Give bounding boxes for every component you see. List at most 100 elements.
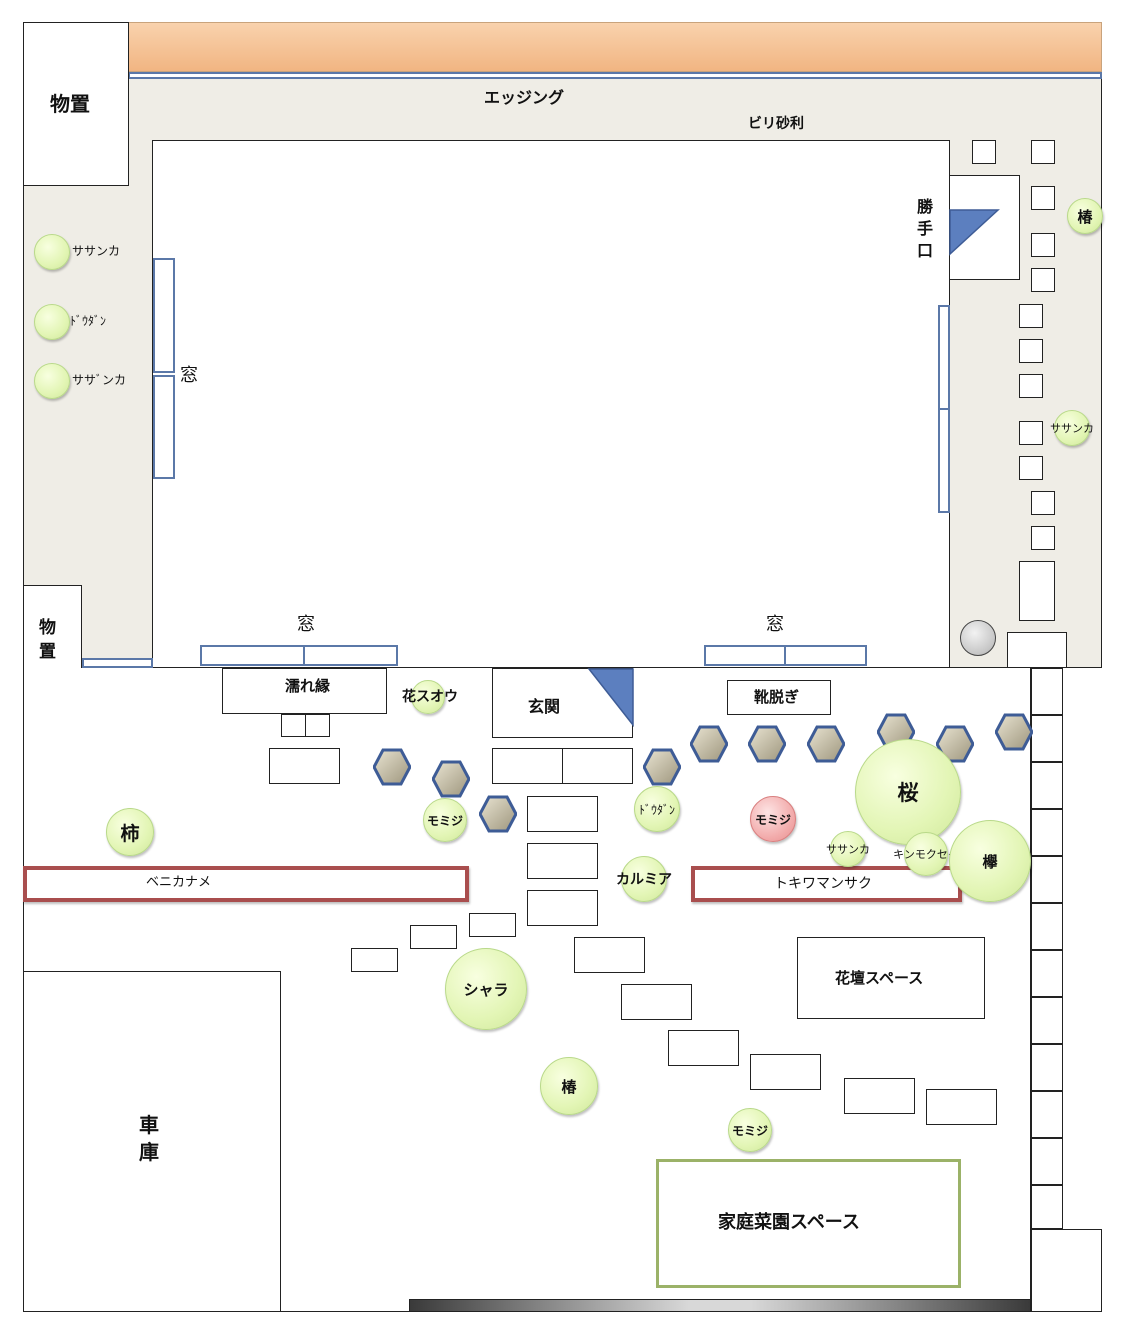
edging-label: エッジング bbox=[484, 88, 565, 107]
hexagon-stone-icon bbox=[748, 725, 786, 763]
garage-label-2: 庫 bbox=[139, 1140, 159, 1164]
window-west-upper bbox=[153, 258, 175, 373]
east-step-long bbox=[1019, 561, 1055, 621]
hexagon-stone-icon bbox=[373, 748, 411, 786]
east-step-square bbox=[1019, 339, 1043, 363]
entrance-door-swing-icon bbox=[587, 668, 634, 727]
tree-sasanqua-east: ササンカ bbox=[1050, 410, 1094, 446]
vegetable-garden-label: 家庭菜園スペース bbox=[718, 1212, 860, 1233]
fence-block bbox=[1031, 903, 1063, 950]
back-door-swing-icon bbox=[949, 209, 1000, 256]
stepping-stone bbox=[668, 1030, 739, 1066]
tree-camellia-east: 椿 bbox=[1067, 198, 1103, 234]
fence-block bbox=[1031, 856, 1063, 903]
window-east-upper bbox=[938, 305, 950, 410]
edging-band bbox=[128, 22, 1102, 72]
veranda bbox=[222, 668, 387, 714]
hexagon-stone-icon bbox=[432, 760, 470, 798]
tree-momiji-1: モミジ bbox=[423, 798, 467, 842]
fence-block bbox=[1031, 668, 1063, 715]
tree-camellia-south: 椿 bbox=[540, 1057, 598, 1115]
vegetable-garden-space bbox=[656, 1159, 961, 1288]
tree-sasanqua-south: ササンカ bbox=[826, 831, 870, 867]
shoe-removal-label: 靴脱ぎ bbox=[754, 688, 800, 706]
window-south-left-label: 窓 bbox=[297, 614, 315, 635]
fence-block bbox=[1031, 762, 1063, 809]
entrance-label: 玄関 bbox=[528, 697, 561, 716]
stepping-stone bbox=[527, 796, 598, 832]
storage-shed-top bbox=[23, 22, 129, 186]
window-south-right-a bbox=[704, 645, 786, 666]
east-step-square bbox=[1031, 268, 1055, 292]
tree-sasanqua-west-2-label: ササﾞンカ bbox=[72, 373, 127, 387]
tree-momiji-2: モミジ bbox=[728, 1108, 772, 1152]
tree-dodan-west-label: ﾄﾞｳﾀﾞﾝ bbox=[70, 314, 107, 328]
window-south-left-b bbox=[303, 645, 398, 666]
gravel-label: ビリ砂利 bbox=[748, 116, 804, 132]
hedge-left bbox=[23, 866, 469, 902]
tree-sasanqua-west-1 bbox=[34, 234, 70, 270]
tree-sasanqua-west-1-label: ササンカ bbox=[72, 244, 121, 258]
tree-dodan-west bbox=[34, 304, 70, 340]
fence-block bbox=[1031, 950, 1063, 997]
tree-momiji-red: モミジ bbox=[750, 796, 796, 842]
tree-sasanqua-west-2 bbox=[34, 363, 70, 399]
tree-hanasuou-label: 花スオウ bbox=[402, 689, 458, 705]
hexagon-stone-icon bbox=[643, 748, 681, 786]
east-step-square bbox=[1019, 304, 1043, 328]
storage-side-edge bbox=[82, 658, 153, 668]
entrance-step-b bbox=[562, 748, 633, 784]
window-east-lower bbox=[938, 408, 950, 513]
tree-dodan-south: ﾄﾞｳﾀﾞﾝ bbox=[634, 786, 680, 832]
stepping-stone bbox=[469, 913, 516, 937]
house-outline bbox=[152, 140, 950, 668]
hexagon-stone-icon bbox=[690, 725, 728, 763]
fence-block bbox=[1031, 809, 1063, 856]
stepping-stone bbox=[926, 1089, 997, 1125]
fence-block bbox=[1031, 1044, 1063, 1091]
east-step-square bbox=[1019, 374, 1043, 398]
veranda-step-a bbox=[281, 714, 306, 737]
tree-kalmia: カルミア bbox=[616, 856, 672, 902]
east-step-square bbox=[1031, 140, 1055, 164]
veranda-step-b bbox=[305, 714, 330, 737]
stepping-stone bbox=[527, 843, 598, 879]
edging-line bbox=[128, 72, 1102, 79]
storage-shed-top-label: 物置 bbox=[50, 92, 90, 116]
east-step-square bbox=[1019, 456, 1043, 480]
east-step-square bbox=[1019, 421, 1043, 445]
shoe-removal-stone bbox=[727, 680, 831, 715]
fence-block bbox=[1031, 715, 1063, 762]
gate-bar bbox=[409, 1299, 1031, 1312]
veranda-stone bbox=[269, 748, 340, 784]
stepping-stone bbox=[844, 1078, 915, 1114]
hedge-right-label: トキワマンサク bbox=[774, 876, 872, 892]
tree-kaki: 柿 bbox=[106, 808, 154, 856]
east-step-base bbox=[1007, 632, 1067, 668]
fence-block bbox=[1031, 997, 1063, 1044]
garage-label-1: 車 bbox=[139, 1113, 159, 1137]
fence-block bbox=[1031, 1091, 1063, 1138]
entrance-step-a bbox=[492, 748, 563, 784]
garage bbox=[23, 971, 281, 1312]
round-stone-icon bbox=[960, 620, 996, 656]
tree-keyaki: 欅 bbox=[949, 820, 1031, 902]
hexagon-stone-icon bbox=[995, 713, 1033, 751]
window-west-label: 窓 bbox=[180, 365, 198, 386]
stepping-stone bbox=[621, 984, 692, 1020]
hexagon-stone-icon bbox=[936, 725, 974, 763]
back-door-label-2: 手 bbox=[917, 219, 934, 238]
hexagon-stone-icon bbox=[479, 795, 517, 833]
window-south-right-b bbox=[784, 645, 867, 666]
fence-block bbox=[1031, 1138, 1063, 1185]
window-west-lower bbox=[153, 375, 175, 479]
window-south-right-label: 窓 bbox=[766, 614, 784, 635]
back-door-label-3: 口 bbox=[917, 241, 934, 260]
tree-shara: シャラ bbox=[445, 948, 527, 1030]
entrance bbox=[492, 668, 633, 738]
east-step-square bbox=[972, 140, 996, 164]
fence-block bbox=[1031, 1185, 1063, 1229]
east-step-square bbox=[1031, 491, 1055, 515]
stepping-stone bbox=[574, 937, 645, 973]
stepping-stone bbox=[750, 1054, 821, 1090]
